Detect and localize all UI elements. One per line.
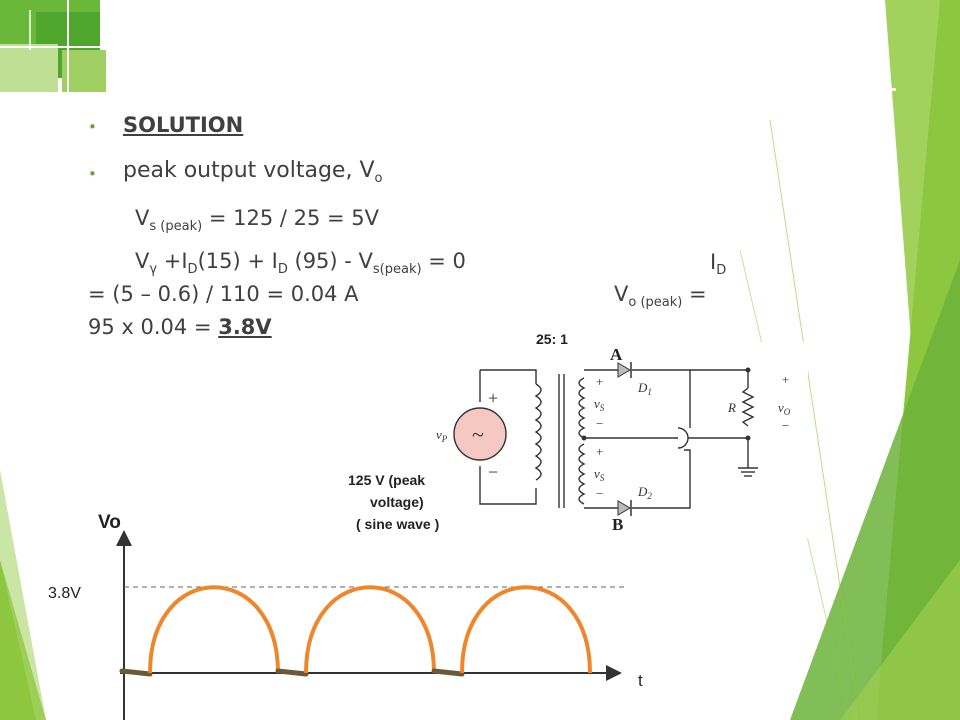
peak-output-sub: o — [374, 171, 383, 186]
bullet-1: • — [88, 118, 97, 136]
vp-label: vP — [436, 427, 448, 444]
output-waveform: Vo 3.8V t — [48, 512, 643, 720]
vo-peak-label: Vo (peak) = — [614, 282, 707, 310]
eq2-part1: +I — [157, 249, 188, 273]
vs-bottom-minus: − — [596, 486, 603, 501]
solution-heading: SOLUTION — [123, 113, 244, 137]
source-note-line2: voltage) — [370, 494, 424, 510]
vs-top-label: vS — [594, 396, 605, 413]
source-note-line1: 125 V (peak — [348, 472, 426, 488]
corner-square-accent — [62, 50, 106, 92]
eq2-part2: (15) + I — [197, 249, 278, 273]
thin-diagonal-1 — [769, 119, 861, 720]
vs-bottom-label: vS — [594, 466, 605, 483]
half-cycle-arc — [148, 585, 280, 674]
node-b-label: B — [612, 515, 623, 534]
d2-label: D2 — [637, 484, 652, 501]
equation-vo-result: 95 x 0.04 = 3.8V — [88, 315, 272, 339]
r-label: R — [727, 400, 736, 415]
vs-bottom-plus: + — [596, 444, 603, 459]
eq1-rest: = 125 / 25 = 5V — [202, 206, 380, 230]
dead-zone-segment — [431, 668, 465, 677]
source-note-line3: ( sine wave ) — [356, 516, 440, 532]
circuit-wires — [479, 369, 758, 509]
vo-label: vO — [778, 400, 791, 417]
d1-label: D1 — [637, 380, 652, 397]
vs-top-minus: − — [596, 416, 603, 431]
half-cycle-arc — [304, 585, 436, 674]
eq2-sub3: s(peak) — [372, 262, 422, 277]
id-label: ID — [710, 250, 726, 278]
right-band-dark — [790, 260, 960, 720]
vo-peak-eq: = — [682, 282, 707, 306]
dead-zone-segment — [275, 668, 309, 677]
node-dot-bottom — [745, 435, 751, 441]
wire-source-bottom — [479, 466, 537, 505]
node-dot-top — [745, 367, 751, 373]
vs-top-plus: + — [596, 374, 603, 389]
eq2-part3: (95) - V — [287, 249, 373, 273]
eq2-gamma: γ — [149, 262, 158, 277]
equation-kvl: Vγ +ID(15) + ID (95) - Vs(peak) = 0 — [135, 249, 466, 277]
resistor-r — [741, 387, 755, 427]
dead-zone-segment — [119, 668, 153, 677]
equation-vs-peak: Vs (peak) = 125 / 25 = 5V — [135, 206, 379, 234]
half-cycle-arc — [460, 585, 592, 674]
source-minus: − — [488, 462, 498, 482]
ac-source — [453, 407, 507, 461]
eq2-sub2: D — [277, 262, 288, 277]
id-label-text: I — [710, 250, 717, 274]
x-axis-label: t — [638, 671, 643, 690]
center-tap-rectifier-circuit: 25: 1 ~ + − vP A B D1 D2 R + vS − + v — [428, 332, 808, 538]
source-plus: + — [488, 388, 498, 408]
turns-ratio: 25: 1 — [536, 332, 568, 347]
eq2-sub1: D — [187, 262, 198, 277]
ac-source-tilde: ~ — [472, 422, 484, 447]
peak-output-text: peak output voltage, V — [123, 158, 375, 183]
final-answer: 3.8V — [218, 315, 272, 339]
eq1-v: V — [135, 206, 150, 230]
secondary-coil-top — [578, 377, 586, 439]
eq2-v: V — [135, 249, 150, 273]
title-rule — [690, 88, 896, 91]
node-a-label: A — [610, 345, 623, 364]
peak-output-line: peak output voltage, Vo — [123, 158, 382, 186]
diode-d2 — [617, 500, 631, 516]
left-edge-light — [0, 470, 46, 720]
source-annotation: 125 V (peak voltage) ( sine wave ) — [344, 467, 460, 537]
secondary-coil-bottom — [578, 443, 586, 505]
eq4-text: 95 x 0.04 = — [88, 315, 219, 339]
primary-coil — [534, 383, 542, 481]
equation-id: = (5 – 0.6) / 110 = 0.04 A — [88, 282, 359, 306]
vo-peak-sub: o (peak) — [628, 295, 683, 310]
rectified-half-cycles — [119, 585, 592, 677]
vo-peak-v: V — [614, 282, 629, 306]
vo-minus: − — [782, 418, 789, 433]
right-band-highlight — [840, 560, 960, 720]
y-axis-label: Vo — [98, 512, 121, 533]
eq1-sub: s (peak) — [149, 219, 203, 234]
wire-d2-out — [632, 449, 691, 509]
vo-plus: + — [782, 372, 789, 387]
bullet-2: • — [88, 165, 97, 183]
center-tap-dot — [581, 435, 587, 441]
corner-square-light — [0, 44, 58, 92]
level-label: 3.8V — [48, 585, 81, 602]
wire-primary-top — [480, 369, 537, 384]
diode-d1 — [617, 362, 631, 378]
id-label-sub: D — [716, 263, 727, 278]
eq2-part4: = 0 — [421, 249, 466, 273]
